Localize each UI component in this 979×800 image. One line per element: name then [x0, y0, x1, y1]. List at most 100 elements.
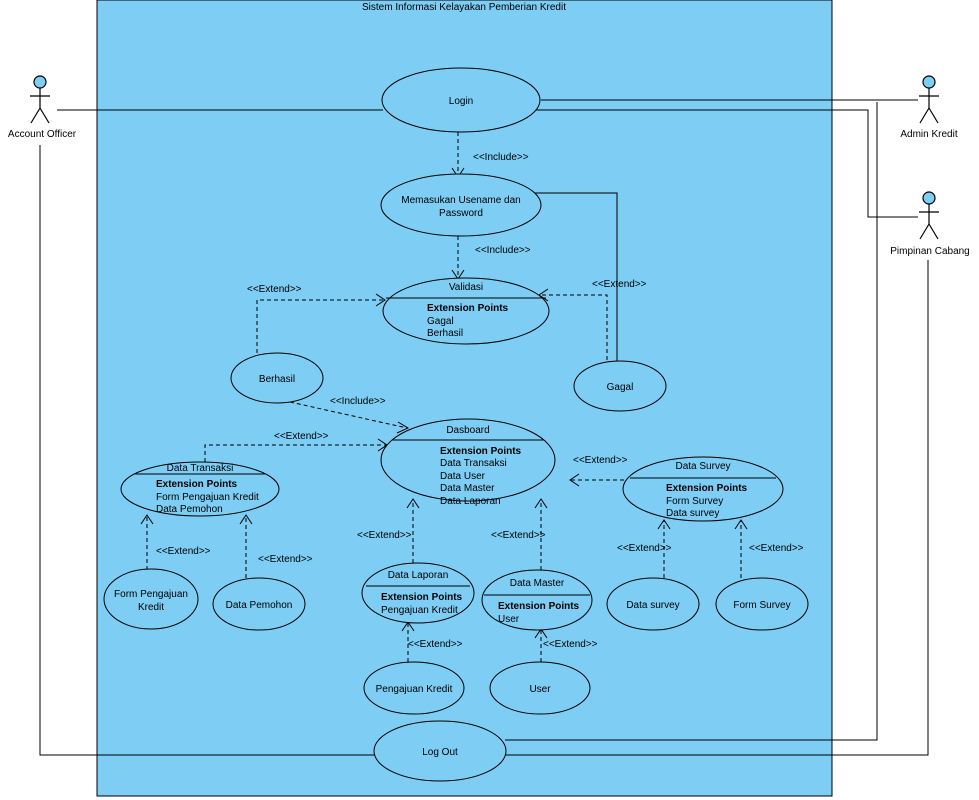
system-title: Sistem Informasi Kelayakan Pemberian Kre… — [362, 2, 566, 13]
arrowhead — [375, 293, 386, 307]
stereotype-labels: <<Include>> <<Include>> <<Extend>> <<Ext… — [156, 152, 804, 650]
use-case-data-survey-label: Data Survey — [675, 461, 730, 472]
use-case-berhasil[interactable]: Berhasil — [230, 352, 324, 404]
label-extend: <<Extend>> — [274, 431, 329, 442]
assoc-admin-logout — [505, 102, 878, 741]
arrowhead — [569, 473, 580, 487]
label-extend: <<Extend>> — [617, 543, 672, 554]
use-case-dasboard[interactable]: Dasboard Extension Points Data Transaksi… — [380, 418, 556, 507]
stick-figure-icon — [919, 191, 939, 240]
label-extend: <<Extend>> — [491, 530, 546, 541]
actor-admin-kredit[interactable]: Admin Kredit — [900, 75, 958, 140]
ext-point: Data User — [440, 471, 486, 482]
use-case-form-pengajuan-kredit[interactable]: Form Pengajuan Kredit — [103, 568, 199, 630]
label-include: <<Include>> — [330, 396, 386, 407]
use-case-form-survey[interactable]: Form Survey — [715, 577, 809, 631]
ext-point: Data Transaksi — [440, 458, 507, 469]
use-case-pengajuan-kredit-label: Pengajuan Kredit — [376, 684, 453, 695]
ext-heading: Extension Points — [666, 483, 748, 494]
extend-berhasil-validasi — [256, 299, 384, 353]
label-extend: <<Extend>> — [749, 543, 804, 554]
actor-pimpinan-cabang[interactable]: Pimpinan Cabang — [890, 191, 970, 257]
assoc-pimpinan-logout — [505, 260, 929, 756]
ext-heading: Extension Points — [381, 592, 463, 603]
stick-figure-icon — [919, 75, 939, 124]
arrowhead — [406, 498, 420, 509]
ext-point: Data Pemohon — [156, 504, 223, 515]
use-case-data-survey[interactable]: Data Survey Extension Points Form Survey… — [622, 456, 784, 522]
use-case-data-master-label: Data Master — [510, 578, 565, 589]
arrowhead — [534, 498, 548, 509]
actor-label: Pimpinan Cabang — [890, 246, 970, 257]
ext-point: User — [498, 614, 520, 625]
use-case-form-pengajuan-label-1: Form Pengajuan — [114, 589, 188, 600]
use-case-memasukan[interactable]: Memasukan Usename dan Password — [380, 173, 542, 237]
extend-gagal-validasi — [540, 294, 608, 360]
ext-point: Form Survey — [666, 496, 723, 507]
label-extend: <<Extend>> — [247, 284, 302, 295]
ext-point: Form Pengajuan Kredit — [156, 492, 259, 503]
ext-point: Gagal — [427, 316, 454, 327]
actor-label: Admin Kredit — [900, 129, 957, 140]
use-case-log-out[interactable]: Log Out — [373, 720, 507, 782]
label-include: <<Include>> — [473, 152, 529, 163]
use-case-pengajuan-kredit[interactable]: Pengajuan Kredit — [363, 661, 465, 715]
use-case-validasi-label: Validasi — [449, 282, 483, 293]
ext-heading: Extension Points — [498, 601, 580, 612]
arrowhead — [140, 514, 154, 525]
ext-point: Data Master — [440, 483, 495, 494]
use-case-data-survey-small[interactable]: Data survey — [606, 577, 700, 631]
extend-transaksi-dasboard — [204, 444, 386, 462]
use-case-dasboard-label: Dasboard — [446, 425, 489, 436]
label-extend: <<Extend>> — [156, 546, 211, 557]
use-case-validasi[interactable]: Validasi Extension Points Gagal Berhasil — [382, 277, 550, 345]
ext-point: Berhasil — [427, 328, 463, 339]
use-case-data-pemohon[interactable]: Data Pemohon — [212, 577, 306, 631]
use-case-memasukan-label-1: Memasukan Usename dan — [401, 195, 521, 206]
label-extend: <<Extend>> — [258, 554, 313, 565]
arrowhead — [657, 519, 671, 530]
use-case-berhasil-label: Berhasil — [259, 374, 295, 385]
associations — [39, 99, 929, 756]
label-include: <<Include>> — [475, 245, 531, 256]
use-case-form-pengajuan-label-2: Kredit — [138, 602, 164, 613]
use-case-login[interactable]: Login — [381, 67, 541, 133]
label-extend: <<Extend>> — [408, 639, 463, 650]
stick-figure-icon — [30, 75, 50, 124]
assoc-pimpinan-login — [535, 109, 918, 218]
use-case-data-pemohon-label: Data Pemohon — [226, 600, 293, 611]
use-case-gagal[interactable]: Gagal — [573, 360, 667, 412]
use-case-data-transaksi[interactable]: Data Transaksi Extension Points Form Pen… — [120, 461, 280, 517]
actor-label: Account Officer — [8, 129, 77, 140]
use-case-gagal-label: Gagal — [607, 382, 634, 393]
ext-heading: Extension Points — [156, 479, 238, 490]
ext-point: Pengajuan Kredit — [381, 605, 458, 616]
use-case-data-survey-small-label: Data survey — [626, 600, 679, 611]
assoc-memasukan-gagal — [535, 192, 618, 365]
label-extend: <<Extend>> — [573, 455, 628, 466]
ext-point: Data Laporan — [440, 496, 501, 507]
system-boundary — [96, 0, 833, 797]
ext-heading: Extension Points — [427, 303, 509, 314]
use-case-data-master[interactable]: Data Master Extension Points User — [481, 569, 593, 631]
actor-account-officer[interactable]: Account Officer — [8, 75, 77, 140]
include-berhasil-dasboard — [289, 401, 408, 429]
use-case-data-laporan-label: Data Laporan — [388, 570, 449, 581]
label-extend: <<Extend>> — [357, 530, 412, 541]
use-case-data-laporan[interactable]: Data Laporan Extension Points Pengajuan … — [361, 562, 475, 624]
label-extend: <<Extend>> — [592, 279, 647, 290]
use-case-memasukan-label-2: Password — [439, 208, 483, 219]
use-case-user-label: User — [529, 684, 551, 695]
use-case-form-survey-label: Form Survey — [733, 600, 790, 611]
use-case-log-out-label: Log Out — [422, 747, 458, 758]
use-case-user[interactable]: User — [489, 661, 591, 715]
ext-point: Data survey — [666, 508, 719, 519]
label-extend: <<Extend>> — [543, 639, 598, 650]
arrowhead — [239, 514, 253, 525]
use-case-data-transaksi-label: Data Transaksi — [167, 463, 234, 474]
arrowhead — [396, 421, 410, 434]
ext-heading: Extension Points — [440, 446, 522, 457]
assoc-ao-logout — [39, 145, 375, 756]
arrowhead — [734, 519, 748, 530]
